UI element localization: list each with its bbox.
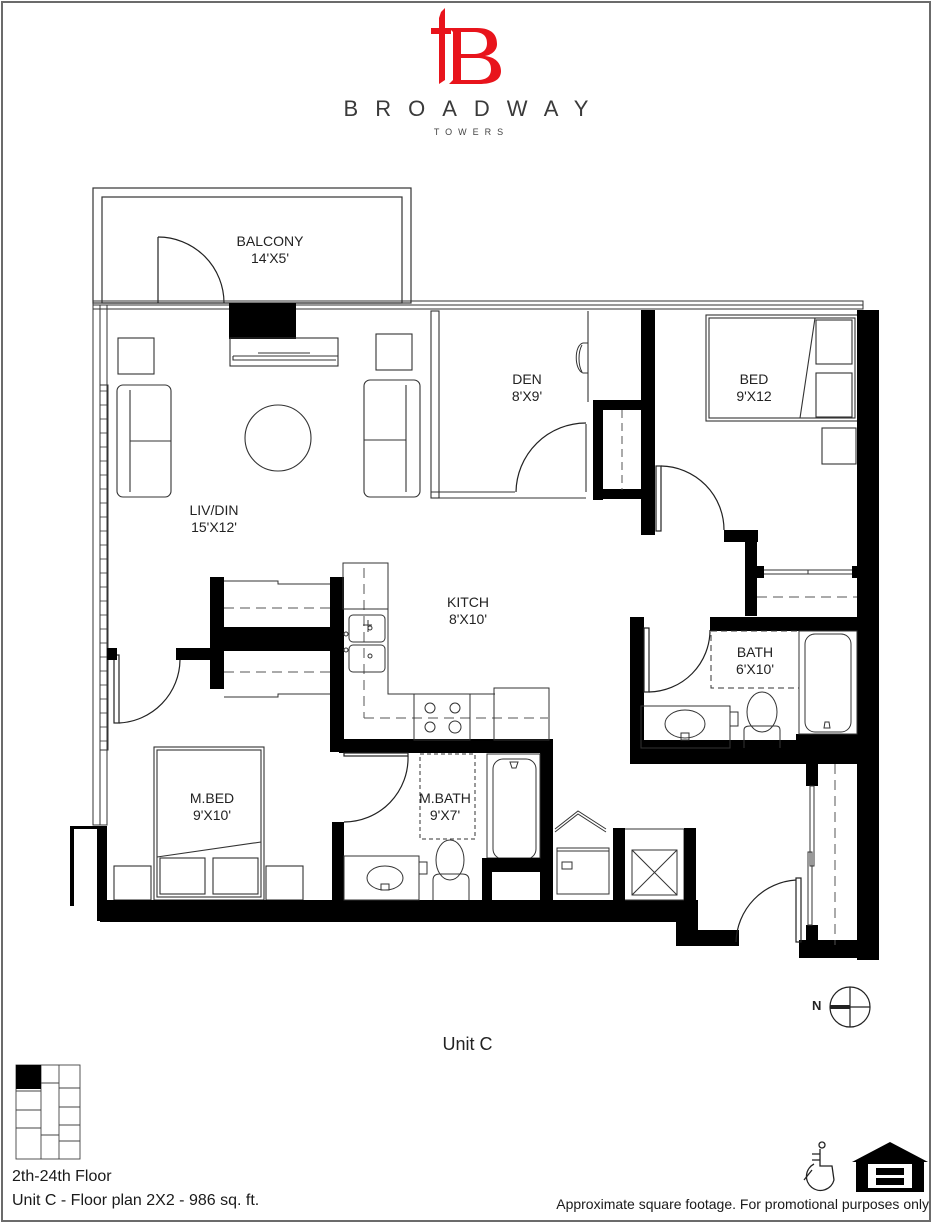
unit-title: Unit C (442, 1034, 493, 1054)
brand-subtitle: TOWERS (433, 127, 510, 137)
room-name: BED (739, 371, 769, 387)
bath-door (643, 627, 711, 693)
room-name: DEN (512, 371, 542, 387)
living-furniture (116, 333, 421, 498)
entry-door-left (113, 654, 181, 724)
brand-name: BROADWAY (343, 96, 606, 121)
floor-range: 2th-24th Floor (12, 1168, 112, 1185)
room-name: LIV/DIN (189, 502, 239, 518)
equal-housing-icon (852, 1142, 928, 1192)
room-label-living: LIV/DIN 15'X12' (189, 502, 238, 536)
room-label-den: DEN 8'X9' (512, 371, 542, 405)
building-keyplan-icon (15, 1064, 81, 1160)
room-dims: 9'X12 (736, 388, 772, 404)
top-window-wall (92, 300, 864, 310)
room-name: M.BATH (419, 790, 471, 806)
room-dims: 14'X5' (250, 250, 290, 266)
room-label-master-bath: M.BATH 9'X7' (419, 790, 471, 824)
room-dims: 15'X12' (191, 519, 237, 535)
plan-description: Unit C - Floor plan 2X2 - 986 sq. ft. (12, 1192, 260, 1209)
room-label-balcony: BALCONY 14'X5' (237, 233, 304, 267)
room-dims: 9'X10' (192, 807, 232, 823)
den-door (515, 422, 587, 493)
bath-walls (630, 617, 858, 764)
fireplace-block (229, 303, 296, 339)
room-dims: 8'X9' (511, 388, 543, 404)
right-outer-wall (857, 310, 879, 960)
bottom-wall (100, 900, 879, 958)
footer-icons (803, 1141, 928, 1192)
room-name: M.BED (189, 790, 235, 806)
balcony-door (157, 236, 225, 304)
entry-door-right (735, 877, 802, 943)
north-label: N (812, 998, 822, 1013)
bed-door (655, 465, 725, 532)
room-name: KITCH (447, 594, 489, 610)
room-dims: 8'X10' (448, 611, 488, 627)
master-bath-door (343, 752, 409, 823)
closet-walls (593, 310, 655, 535)
den-walls (430, 310, 589, 499)
wheelchair-accessible-icon (803, 1141, 835, 1192)
disclaimer: Approximate square footage. For promotio… (556, 1196, 929, 1212)
room-label-kitchen: KITCH 8'X10' (447, 594, 489, 628)
room-label-master-bed: M.BED 9'X10' (190, 790, 234, 824)
north-arrow-icon (829, 986, 871, 1028)
room-label-bed: BED 9'X12 (736, 371, 771, 405)
broadway-logo-icon (431, 8, 501, 84)
bed-furniture (705, 314, 859, 465)
room-name: BATH (736, 644, 774, 660)
den-desk-chair (575, 342, 588, 374)
kitchen-walls (176, 577, 553, 904)
room-dims: 6'X10' (735, 661, 775, 677)
left-window-wall (92, 304, 109, 826)
room-label-bath: BATH 6'X10' (736, 644, 774, 678)
kitchen-counters (342, 562, 550, 741)
room-name: BALCONY (236, 233, 304, 249)
room-dims: 9'X7' (429, 807, 461, 823)
